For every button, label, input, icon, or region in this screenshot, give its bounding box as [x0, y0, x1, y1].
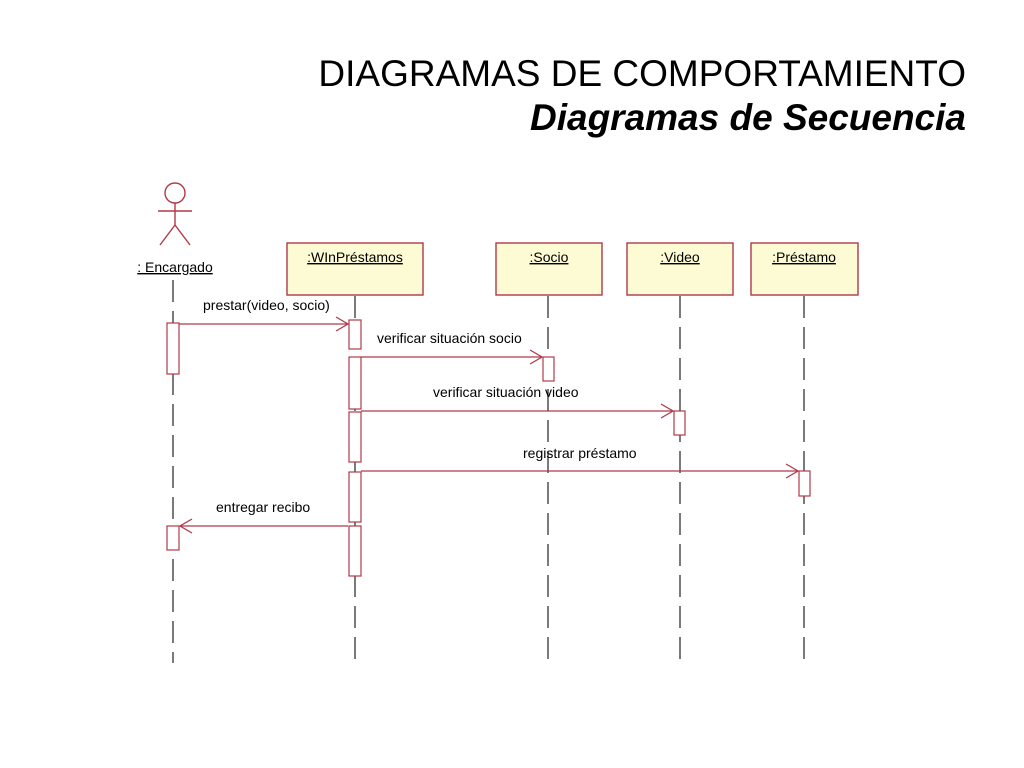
object-prestamo: :Préstamo: [750, 242, 859, 296]
message-registrar-prestamo: registrar préstamo: [361, 445, 800, 479]
title-line-2: Diagramas de Secuencia: [530, 97, 966, 138]
object-label: :WInPréstamos: [307, 249, 403, 265]
activation-winprestamos-2: [348, 356, 362, 410]
activation-winprestamos-5: [348, 525, 362, 577]
slide-title: DIAGRAMAS DE COMPORTAMIENTO Diagramas de…: [318, 52, 966, 140]
object-socio: :Socio: [495, 242, 603, 296]
activation-socio: [542, 356, 555, 382]
message-label: verificar situación socio: [377, 330, 522, 346]
object-winprestamos: :WInPréstamos: [286, 242, 424, 296]
activation-winprestamos-1: [348, 319, 362, 350]
activation-boxes: [166, 319, 811, 577]
title-line-1: DIAGRAMAS DE COMPORTAMIENTO: [318, 53, 966, 94]
activation-encargado-1: [166, 322, 180, 375]
message-label: verificar situación video: [433, 384, 579, 400]
activation-winprestamos-3: [348, 411, 362, 463]
actor-stick-figure-icon: [158, 182, 192, 246]
message-label: entregar recibo: [216, 499, 310, 515]
actor-label: : Encargado: [137, 259, 213, 275]
activation-prestamo: [798, 470, 811, 497]
message-prestar: prestar(video, socio): [179, 297, 350, 332]
message-label: prestar(video, socio): [203, 297, 330, 313]
message-entregar-recibo: entregar recibo: [178, 499, 348, 534]
activation-video: [673, 410, 686, 436]
object-label: :Préstamo: [772, 249, 836, 265]
message-verificar-video: verificar situación video: [361, 384, 675, 419]
object-label: :Video: [660, 249, 700, 265]
actor-encargado: : Encargado: [137, 182, 213, 275]
object-label: :Socio: [530, 249, 569, 265]
activation-winprestamos-4: [348, 471, 362, 523]
activation-encargado-2: [166, 525, 180, 551]
message-verificar-socio: verificar situación socio: [361, 330, 544, 365]
object-video: :Video: [626, 242, 734, 296]
message-label: registrar préstamo: [523, 445, 637, 461]
